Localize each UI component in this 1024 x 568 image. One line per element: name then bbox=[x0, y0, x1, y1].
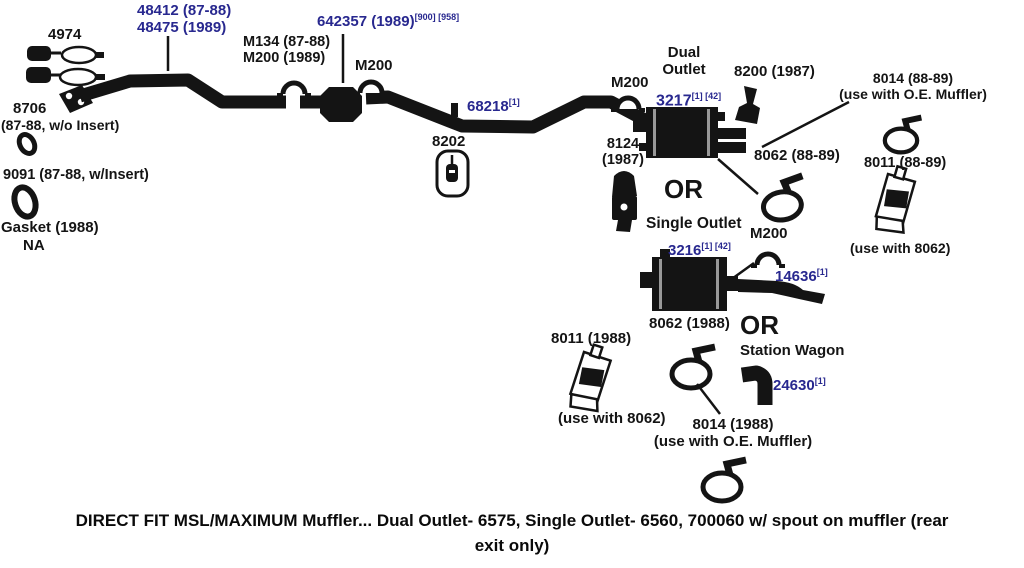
clamp-m200-mid-icon bbox=[354, 82, 388, 94]
label-station-wagon: Station Wagon bbox=[740, 342, 845, 359]
label-gasket-na: NA bbox=[23, 237, 45, 254]
label-8202: 8202 bbox=[432, 133, 466, 150]
label-or-b: OR bbox=[740, 310, 779, 340]
label-8124: 8124 (1987) bbox=[602, 136, 644, 168]
clamp-8014-b-icon bbox=[703, 460, 746, 501]
clamp-m134-icon bbox=[277, 83, 311, 95]
label-8706-note: (87-88, w/o Insert) bbox=[1, 117, 120, 133]
converter-642357 bbox=[320, 87, 362, 122]
ring-8706 bbox=[16, 132, 38, 156]
label-dual-outlet: Dual Outlet bbox=[662, 44, 706, 78]
elbow-24630 bbox=[740, 365, 773, 405]
label-m200-dual: M200 bbox=[611, 74, 649, 91]
ring-9091 bbox=[11, 184, 39, 220]
main-exhaust-pipe bbox=[78, 73, 649, 134]
label-48412-48475[interactable]: 48412 (87-88) 48475 (1989) bbox=[137, 2, 232, 36]
label-3217[interactable]: 3217[1] [42] bbox=[656, 91, 722, 110]
bracket-8011-a-icon bbox=[871, 163, 922, 238]
bracket-8011-b-icon bbox=[565, 341, 618, 417]
label-9091: 9091 (87-88, w/Insert) bbox=[3, 167, 149, 183]
clamp-8062-b-icon bbox=[672, 347, 715, 388]
label-or-a: OR bbox=[664, 174, 703, 204]
label-m200-mid: M200 bbox=[355, 57, 393, 74]
label-8014-b: 8014 (1988) (use with O.E. Muffler) bbox=[653, 416, 813, 450]
clamp-8062-a-icon bbox=[760, 176, 808, 223]
label-single-outlet: Single Outlet bbox=[646, 215, 742, 232]
label-4974: 4974 bbox=[48, 26, 82, 43]
label-8200: 8200 (1987) bbox=[734, 63, 815, 80]
hanger-8202 bbox=[435, 149, 470, 198]
resonator-pipes-4974 bbox=[26, 45, 105, 87]
label-642357[interactable]: 642357 (1989)[900] [958] bbox=[317, 12, 460, 30]
label-8014-a: 8014 (88-89) (use with O.E. Muffler) bbox=[839, 70, 987, 102]
hanger-8124 bbox=[612, 171, 637, 232]
tailpipe-14636 bbox=[738, 279, 825, 304]
clamp-8014-a-icon bbox=[885, 118, 922, 153]
label-8011-b: 8011 (1988) bbox=[551, 330, 632, 347]
label-8706: 8706 bbox=[13, 100, 47, 117]
label-8062-a: 8062 (88-89) bbox=[754, 147, 840, 164]
label-68218[interactable]: 68218[1] bbox=[467, 97, 520, 115]
label-m200-single: M200 bbox=[750, 225, 788, 242]
label-m134-m200: M134 (87-88) M200 (1989) bbox=[243, 34, 331, 66]
label-8062-b: 8062 (1988) bbox=[649, 315, 730, 332]
label-use-with-8062-b: (use with 8062) bbox=[558, 410, 666, 427]
caption-line-2: exit only) bbox=[474, 536, 550, 555]
pipe-hanger-tab bbox=[451, 103, 458, 117]
label-8011-a: 8011 (88-89) bbox=[864, 155, 947, 171]
hanger-8200 bbox=[735, 86, 760, 124]
label-3216[interactable]: 3216[1] [42] bbox=[668, 241, 731, 259]
label-use-with-8062-a: (use with 8062) bbox=[850, 240, 951, 256]
label-gasket: Gasket (1988) bbox=[1, 219, 99, 236]
label-14636[interactable]: 14636[1] bbox=[775, 267, 828, 285]
caption-line-1: DIRECT FIT MSL/MAXIMUM Muffler... Dual O… bbox=[75, 511, 949, 530]
dual-outlet-muffler bbox=[633, 107, 746, 158]
label-24630[interactable]: 24630[1] bbox=[773, 376, 826, 394]
single-outlet-muffler bbox=[640, 249, 738, 311]
